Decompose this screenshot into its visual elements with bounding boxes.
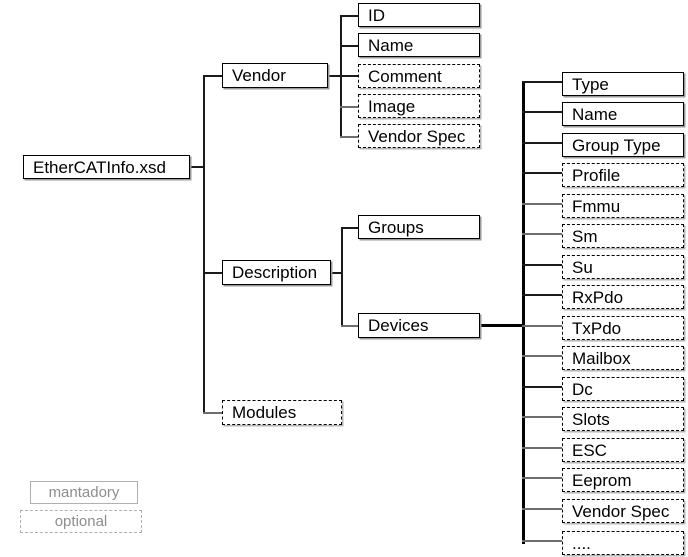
edge-vendor-child-3 [340, 106, 359, 108]
node-label: Modules [232, 403, 297, 422]
node-label: .... [572, 533, 591, 553]
node-groups[interactable]: Groups [358, 215, 480, 239]
node-device-name[interactable]: Name [562, 102, 684, 126]
node-vendor-vendor-spec[interactable]: Vendor Spec [358, 124, 480, 148]
edge-description-child-1 [341, 325, 359, 327]
edge-device-child-7 [522, 294, 563, 296]
node-label: RxPdo [572, 287, 624, 307]
edge-device-child-15 [522, 540, 563, 542]
node-label: Eeprom [572, 470, 632, 490]
legend-mandatory: mantadory [30, 481, 138, 504]
node-device-ellipsis[interactable]: .... [562, 531, 684, 555]
edge-device-child-6 [522, 264, 563, 266]
edge-vendor-child-4 [340, 136, 359, 138]
node-label: TxPdo [572, 318, 622, 338]
edge-description-trunk [341, 227, 343, 326]
edge-devices-trunk [522, 81, 525, 544]
node-label: Fmmu [572, 196, 621, 216]
node-label: Name [368, 35, 414, 55]
legend-optional: optional [20, 510, 142, 533]
node-device-sm[interactable]: Sm [562, 224, 684, 248]
node-label: Profile [572, 165, 621, 185]
edge-device-child-3 [522, 172, 563, 174]
edge-device-child-12 [522, 447, 563, 449]
edge-description-stub [331, 272, 342, 274]
edge-to-description [203, 272, 223, 274]
edge-vendor-stub [328, 75, 341, 77]
edge-description-child-0 [341, 227, 359, 229]
edge-device-child-0 [522, 81, 563, 83]
node-label: ID [368, 5, 385, 25]
edge-device-child-2 [522, 142, 563, 144]
node-label: Vendor Spec [368, 126, 466, 146]
node-label: Su [572, 257, 593, 277]
node-label: Group Type [572, 135, 661, 155]
edge-vendor-child-1 [340, 45, 359, 47]
node-label: EtherCATInfo.xsd [33, 157, 166, 177]
node-device-vendor-spec[interactable]: Vendor Spec [562, 499, 684, 523]
edge-device-child-11 [522, 416, 563, 418]
edge-device-child-5 [522, 233, 563, 235]
edge-vendor-child-2 [340, 75, 359, 77]
node-device-slots[interactable]: Slots [562, 407, 684, 431]
legend-label: mantadory [48, 484, 120, 501]
node-label: Name [572, 104, 618, 124]
node-label: Description [232, 263, 318, 282]
edge-to-modules [203, 412, 223, 414]
node-label: Slots [572, 409, 610, 429]
node-device-esc[interactable]: ESC [562, 438, 684, 462]
node-label: Type [572, 74, 609, 94]
node-device-group-type[interactable]: Group Type [562, 133, 684, 157]
node-device-txpdo[interactable]: TxPdo [562, 316, 684, 340]
edge-devices-stub [480, 324, 524, 327]
node-device-rxpdo[interactable]: RxPdo [562, 285, 684, 309]
node-vendor[interactable]: Vendor [222, 63, 328, 88]
node-device-fmmu[interactable]: Fmmu [562, 194, 684, 218]
node-label: Vendor Spec [572, 501, 670, 521]
node-label: Devices [368, 316, 429, 335]
node-device-mailbox[interactable]: Mailbox [562, 346, 684, 370]
edge-device-child-1 [522, 111, 563, 113]
edge-device-child-13 [522, 477, 563, 479]
node-label: Groups [368, 217, 424, 237]
node-label: Image [368, 96, 416, 116]
edge-device-child-9 [522, 355, 563, 357]
node-devices[interactable]: Devices [358, 313, 480, 338]
node-label: Comment [368, 66, 442, 86]
node-modules[interactable]: Modules [222, 400, 342, 425]
edge-device-child-8 [522, 325, 563, 327]
legend-label: optional [54, 513, 108, 530]
edge-vendor-child-0 [340, 15, 359, 17]
node-vendor-comment[interactable]: Comment [358, 64, 480, 88]
node-description[interactable]: Description [222, 260, 331, 285]
node-label: ESC [572, 440, 607, 460]
node-ethercatinfo-xsd[interactable]: EtherCATInfo.xsd [23, 155, 190, 179]
edge-device-child-14 [522, 508, 563, 510]
node-device-type[interactable]: Type [562, 72, 684, 96]
edge-device-child-4 [522, 203, 563, 205]
node-label: Vendor [232, 66, 286, 85]
edge-root-stub [190, 166, 204, 168]
node-device-eeprom[interactable]: Eeprom [562, 468, 684, 492]
node-vendor-id[interactable]: ID [358, 3, 480, 27]
node-device-profile[interactable]: Profile [562, 163, 684, 187]
node-label: Sm [572, 226, 598, 246]
edge-level1-trunk [203, 75, 205, 413]
node-device-su[interactable]: Su [562, 255, 684, 279]
node-vendor-name[interactable]: Name [358, 33, 480, 57]
edge-device-child-10 [522, 386, 563, 388]
node-vendor-image[interactable]: Image [358, 94, 480, 118]
edge-to-vendor [203, 75, 223, 77]
node-device-dc[interactable]: Dc [562, 377, 684, 401]
node-label: Dc [572, 379, 593, 399]
node-label: Mailbox [572, 348, 631, 368]
